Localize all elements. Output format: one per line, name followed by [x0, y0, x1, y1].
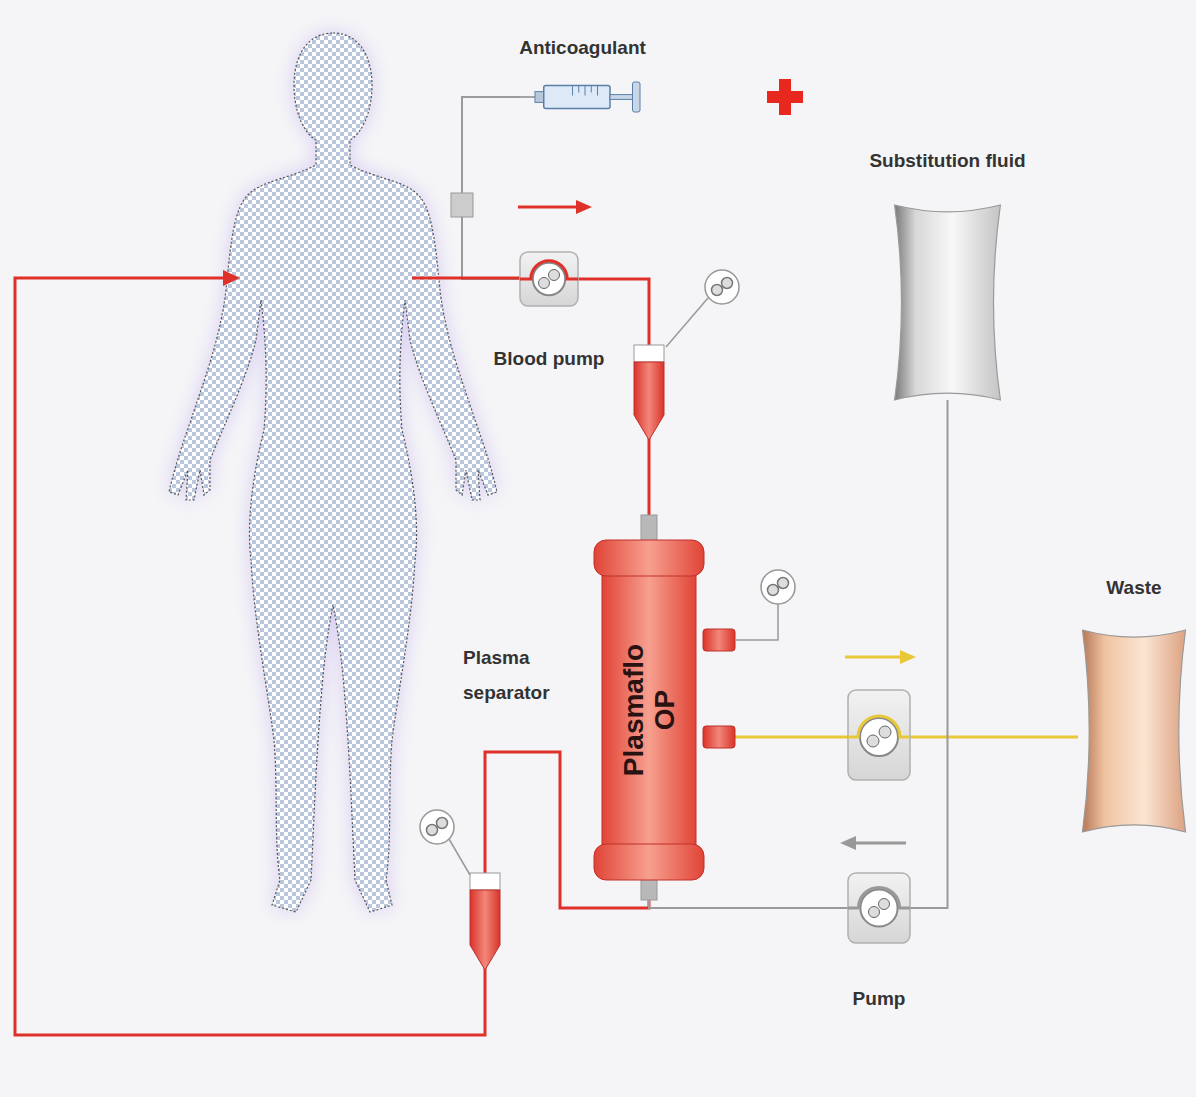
substitution-pump: Pump: [848, 873, 910, 943]
gauge-dot: [768, 585, 779, 596]
waste-bag: Waste: [1078, 630, 1190, 832]
flow-arrow: [518, 206, 578, 209]
human-figure: [169, 33, 497, 912]
blood-pump: Blood pump: [520, 252, 578, 306]
gauge-dot: [437, 818, 448, 829]
fluid-bag: [895, 205, 1001, 400]
anticoagulant-syringe: Anticoagulant: [520, 82, 645, 112]
return-line: [15, 270, 649, 1035]
gauge-dial: [761, 570, 795, 604]
return-arrowhead: [223, 270, 240, 286]
pressure-gauge: [420, 810, 454, 844]
gauge-dot: [427, 825, 438, 836]
pump-housing: [848, 690, 910, 780]
separator-cap: [594, 540, 704, 576]
separator-body: [602, 568, 696, 852]
figure-body: [169, 33, 497, 912]
node-label: Blood pump: [494, 348, 605, 371]
syringe-scale: [585, 86, 586, 96]
chamber-cap: [634, 345, 664, 362]
gauge-leader: [449, 839, 470, 875]
substitution-bag-outline: [890, 205, 1005, 400]
gauge-dot: [712, 285, 723, 296]
flow-arrows: [518, 200, 916, 850]
gauge-dot: [778, 578, 789, 589]
gauge-leader: [735, 604, 778, 640]
flow-arrowhead: [900, 650, 916, 664]
waste-pump: [848, 690, 910, 780]
node-label: Pump: [853, 988, 906, 1011]
substitution-pump-outline: [848, 873, 910, 943]
pump-rotor: [860, 889, 897, 926]
rotor-roller: [549, 270, 560, 281]
arterial-tube: [412, 277, 520, 280]
tube-connector: [910, 400, 948, 908]
gauge-leader: [666, 298, 708, 347]
figure-glow: [169, 33, 497, 912]
syringe-barrel: [544, 86, 610, 109]
node-label: Anticoagulant: [519, 37, 646, 60]
syringe-handle: [633, 82, 641, 112]
rotor-roller: [879, 726, 891, 738]
waste-bag-outline: [1078, 630, 1190, 832]
separator-nozzle: [641, 878, 657, 900]
pump-tube: [848, 716, 910, 737]
pump-housing: [520, 252, 578, 306]
separator-port: [703, 629, 735, 651]
pump-housing: [848, 873, 910, 943]
substitution-bag: Substitution fluid: [890, 205, 1005, 400]
flow-arrow: [845, 656, 902, 659]
flow-arrowhead: [840, 836, 856, 850]
chamber-body: [470, 890, 500, 970]
pump-rotor: [533, 263, 565, 295]
syringe-scale: [597, 86, 598, 96]
fluid-bag: [1082, 630, 1185, 832]
rotor-roller: [869, 907, 880, 918]
syringe-hub: [535, 92, 544, 103]
syringe-scale: [591, 86, 592, 93]
pump-rotor: [860, 718, 898, 756]
syringe-plunger: [610, 95, 633, 100]
rotor-roller: [867, 735, 879, 747]
tube-connector: [462, 97, 520, 279]
rotor-roller: [879, 899, 890, 910]
blood-pump-outline: [520, 252, 578, 306]
chamber-cap: [470, 873, 500, 890]
syringe-scale: [578, 86, 579, 93]
return-tube: [15, 278, 485, 1035]
flow-arrowhead: [576, 200, 592, 214]
gauge-dial: [420, 810, 454, 844]
pressure-gauge: [705, 270, 739, 304]
node-label: Waste: [1106, 577, 1161, 600]
pressure-gauge: [761, 570, 795, 604]
separator-nozzle: [641, 515, 657, 542]
tube-connector: [649, 880, 848, 908]
red-cross: [767, 79, 803, 115]
gauge-dot: [722, 278, 733, 289]
anticoagulant-syringe-outline: [520, 82, 645, 112]
flow-arrow: [854, 842, 906, 845]
gauge-dial: [705, 270, 739, 304]
rotor-roller: [539, 278, 550, 289]
separator-cap: [594, 844, 704, 880]
device-label: Plasmaflo OP: [618, 635, 681, 785]
separator-port: [703, 726, 735, 748]
plasma-separator: Plasma separatorPlasmaflo OP: [594, 540, 704, 880]
pressure-gauges: [420, 270, 795, 875]
node-label: Substitution fluid: [869, 150, 1025, 173]
chamber-body: [634, 362, 664, 440]
syringe-scale: [572, 86, 573, 96]
arterial-line: [412, 278, 520, 279]
node-label: Plasma separator: [463, 640, 559, 710]
anticoagulant-connector: [451, 193, 473, 217]
